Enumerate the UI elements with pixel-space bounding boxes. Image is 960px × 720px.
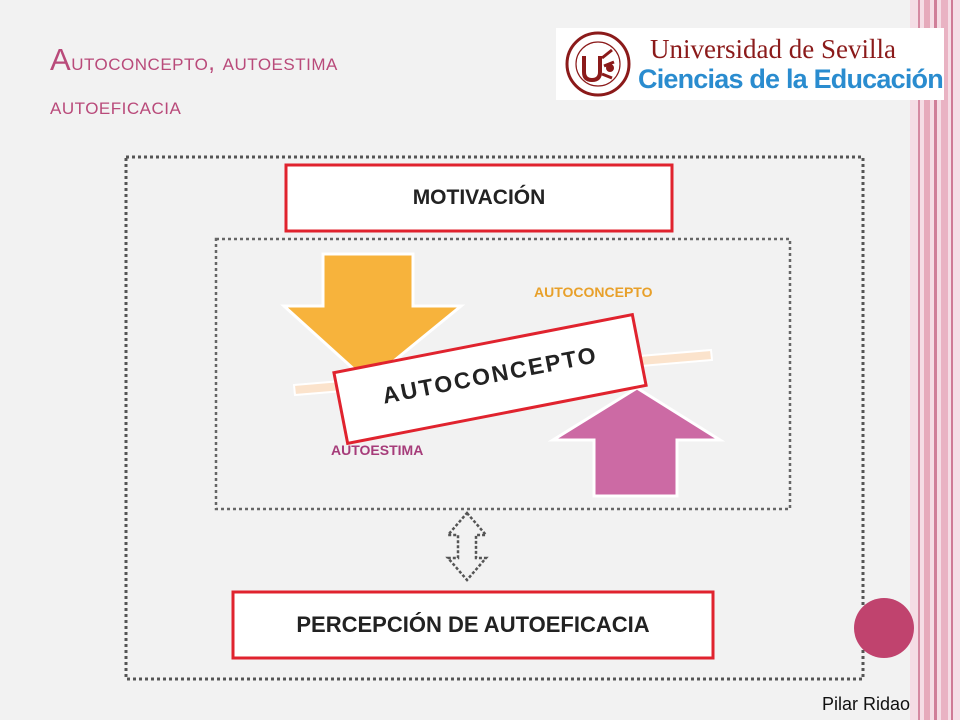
- down-arrow-icon: [280, 252, 466, 384]
- outer-dotted-frame: [124, 155, 865, 681]
- university-logo: Universidad de Sevilla Ciencias de la Ed…: [556, 28, 944, 100]
- title-line-1-rest: utoconcepto, autoestima: [71, 49, 338, 76]
- decorative-circle: [854, 598, 914, 658]
- title-line-2: autoeficacia: [50, 93, 182, 120]
- decorative-stripes: [910, 0, 960, 720]
- logo-faculty-name: Ciencias de la Educación: [638, 64, 944, 94]
- motivation-box: [284, 163, 674, 233]
- perception-box: [231, 590, 715, 660]
- double-arrow-icon: [445, 511, 489, 582]
- university-seal-icon: [565, 31, 631, 97]
- title-line-1: Autoconcepto, autoestima: [50, 42, 338, 77]
- slide-title: Autoconcepto, autoestima autoeficacia: [50, 38, 338, 129]
- inner-dotted-frame: [214, 237, 792, 511]
- logo-university-name: Universidad de Sevilla: [650, 34, 896, 64]
- autoconcepto-side-label: AUTOCONCEPTO: [534, 284, 653, 300]
- author-name: Pilar Ridao: [822, 694, 911, 714]
- motivation-label: MOTIVACIÓN: [412, 186, 546, 209]
- autoestima-label: AUTOESTIMA: [331, 442, 424, 458]
- autoconcepto-tilted-box: [332, 312, 648, 446]
- up-arrow-icon: [547, 386, 726, 498]
- perception-label: PERCEPCIÓN DE AUTOEFICACIA: [296, 612, 650, 637]
- title-initial: A: [50, 42, 72, 77]
